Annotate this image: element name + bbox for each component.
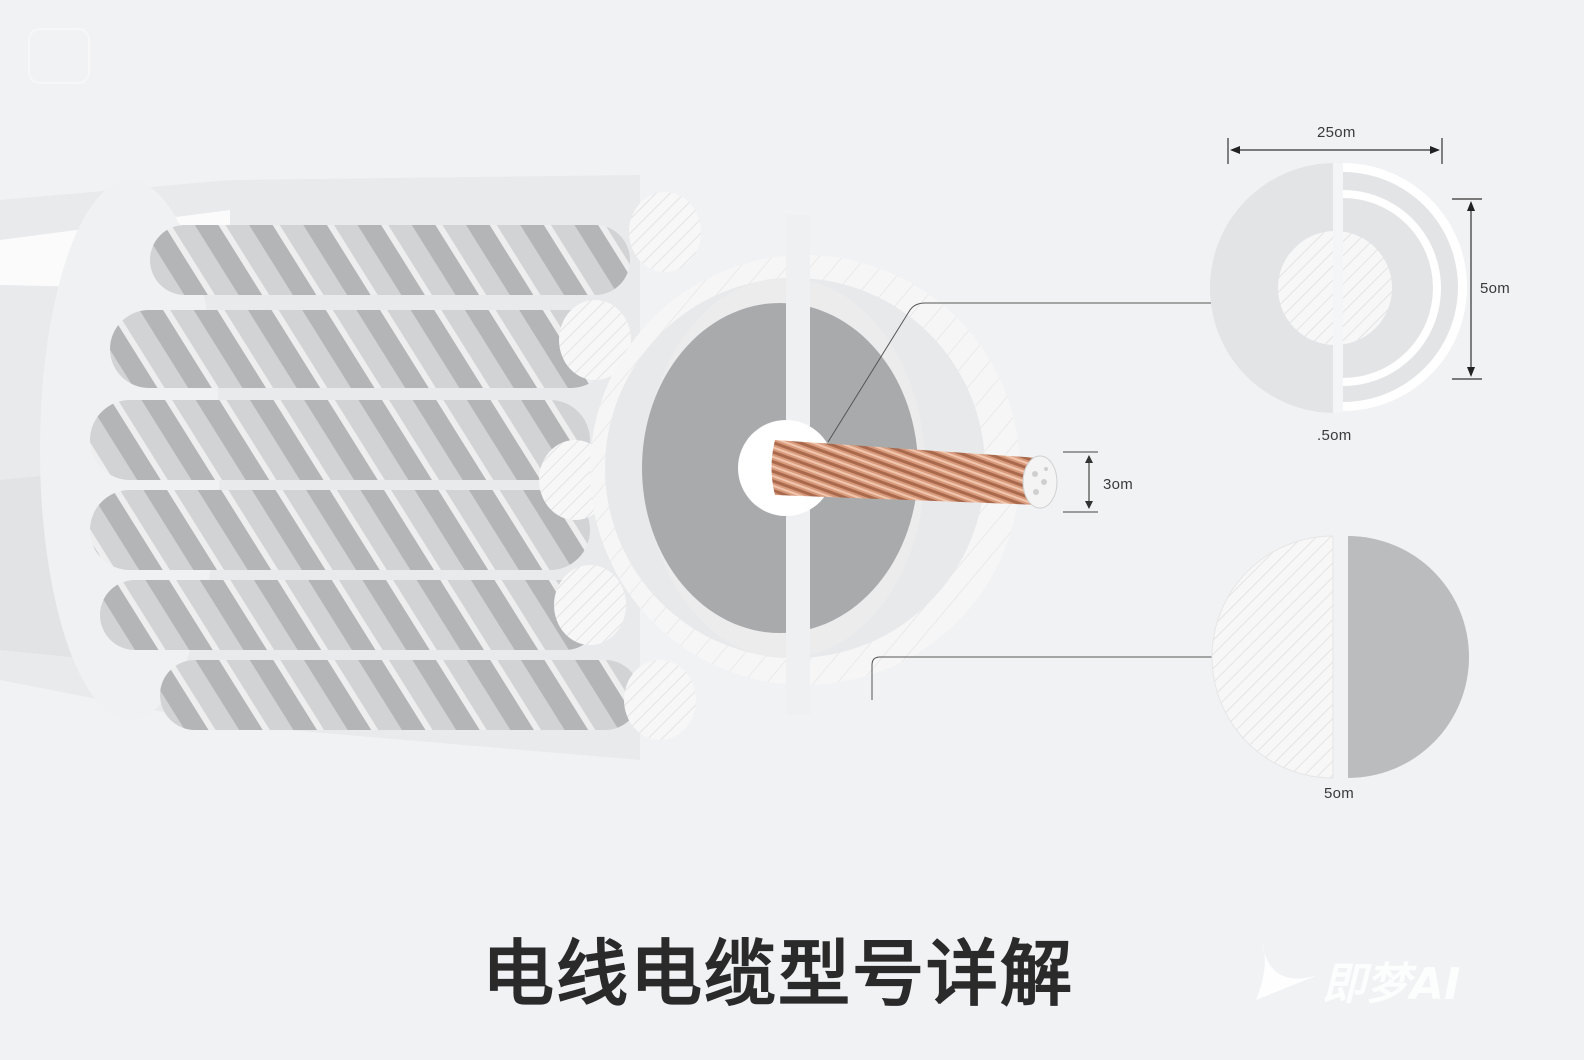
detail-bottom — [1211, 535, 1469, 779]
page-title: 电线电缆型号详解 — [482, 932, 1075, 1016]
dimension-height-label: 5om — [1480, 280, 1511, 297]
copper-conductor — [771, 440, 1058, 509]
detail-top — [1210, 138, 1482, 413]
dimension-width-label: 25om — [1317, 124, 1356, 141]
twisted-strands — [90, 225, 640, 730]
jimeng-logo-icon — [1256, 943, 1318, 1000]
detail-bottom-label: 5om — [1324, 785, 1355, 802]
detail-top-bottom-label: .5om — [1317, 427, 1352, 444]
watermark-text: 即梦AI — [1322, 959, 1461, 1010]
conductor-diameter-label: 3om — [1103, 476, 1134, 493]
app-logo-icon — [28, 28, 90, 84]
